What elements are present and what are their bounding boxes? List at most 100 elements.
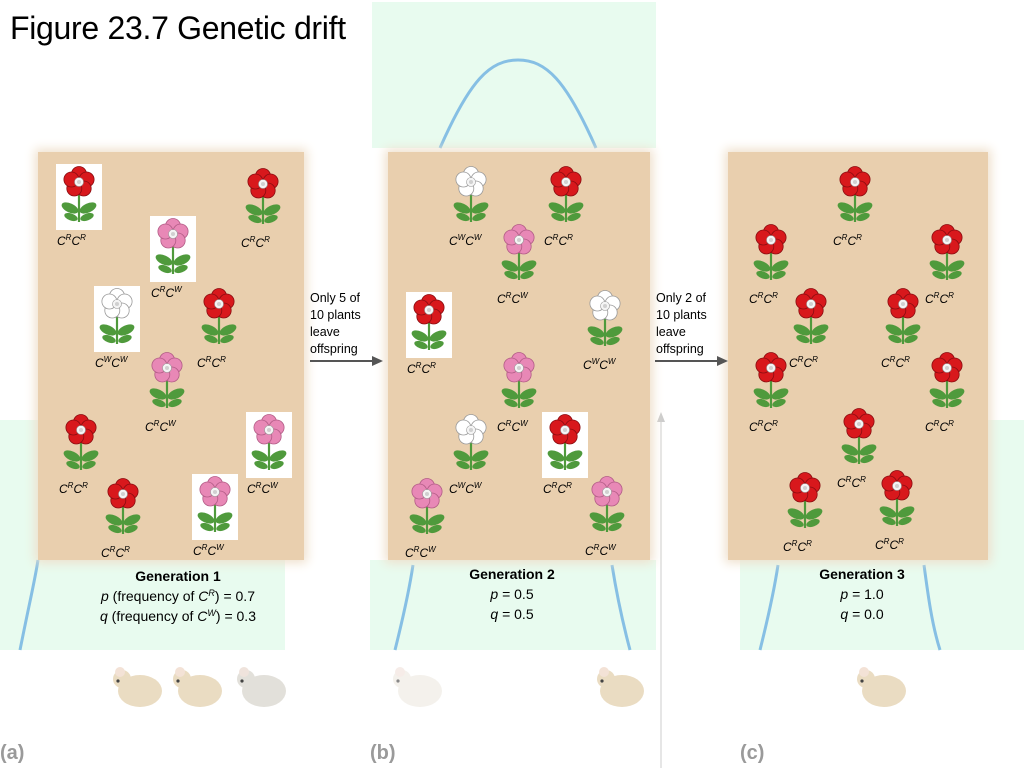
genotype-label: CRCR bbox=[783, 539, 812, 555]
genotype-label: CRCR bbox=[57, 233, 86, 249]
flower-red bbox=[924, 222, 970, 288]
part-label-c: (c) bbox=[740, 742, 765, 764]
genotype-label: CWCW bbox=[449, 233, 482, 249]
flower-red bbox=[832, 164, 878, 230]
genotype-label: CRCR bbox=[837, 475, 866, 491]
flower-pink bbox=[404, 476, 450, 542]
background-panel-middle bbox=[370, 560, 656, 650]
mouse-icon bbox=[237, 667, 286, 707]
note-line: 10 plants bbox=[310, 308, 361, 322]
genotype-label: CRCR bbox=[875, 537, 904, 553]
flower-pink bbox=[144, 350, 190, 416]
mouse-icon bbox=[173, 667, 222, 707]
flower-red bbox=[240, 166, 286, 232]
generation-1-summary: Generation 1 p (frequency of CR) = 0.7 q… bbox=[58, 566, 298, 626]
flower-pink bbox=[246, 412, 292, 478]
flower-red bbox=[748, 350, 794, 416]
flower-pink bbox=[150, 216, 196, 282]
genotype-label: CRCR bbox=[101, 545, 130, 561]
flower-red bbox=[58, 412, 104, 478]
mouse-icon bbox=[393, 667, 442, 707]
note-line: leave bbox=[656, 325, 686, 339]
genotype-label: CRCW bbox=[193, 543, 224, 559]
note-line: Only 2 of bbox=[656, 291, 707, 305]
p-frequency-line: p = 0.5 bbox=[490, 586, 534, 602]
q-frequency-line: q (frequency of CW) = 0.3 bbox=[99, 608, 256, 624]
bell-curve-right bbox=[758, 564, 942, 651]
genotype-label: CRCW bbox=[247, 481, 278, 497]
axis-arrowhead bbox=[657, 412, 665, 422]
flower-white bbox=[94, 286, 140, 352]
flower-pink bbox=[584, 474, 630, 540]
genotype-label: CRCW bbox=[497, 419, 528, 435]
generation-2-summary: Generation 2 p = 0.5 q = 0.5 bbox=[392, 564, 632, 624]
flower-red bbox=[880, 286, 926, 352]
flower-red bbox=[543, 164, 589, 230]
generation-heading: Generation 3 bbox=[819, 566, 905, 582]
bell-curve-left bbox=[18, 559, 40, 651]
flower-red bbox=[406, 292, 452, 358]
flower-pink bbox=[496, 222, 542, 288]
genotype-label: CRCR bbox=[197, 355, 226, 371]
note-line: Only 5 of bbox=[310, 291, 361, 305]
genotype-label: CRCR bbox=[925, 419, 954, 435]
mouse-icon bbox=[113, 667, 162, 707]
part-label-a: (a) bbox=[0, 742, 25, 764]
genotype-label: CRCR bbox=[749, 291, 778, 307]
genotype-label: CWCW bbox=[583, 357, 616, 373]
flower-white bbox=[582, 288, 628, 354]
genotype-label: CRCW bbox=[151, 285, 182, 301]
flower-red bbox=[874, 468, 920, 534]
flower-red bbox=[924, 350, 970, 416]
p-frequency-line: p = 1.0 bbox=[840, 586, 884, 602]
p-frequency-line: p (frequency of CR) = 0.7 bbox=[100, 588, 255, 604]
genotype-label: CRCR bbox=[789, 355, 818, 371]
note-line: 10 plants bbox=[656, 308, 707, 322]
note-line: leave bbox=[310, 325, 340, 339]
flower-red bbox=[56, 164, 102, 230]
flower-red bbox=[788, 286, 834, 352]
page-title: Figure 23.7 Genetic drift bbox=[10, 10, 346, 46]
note-second-transition: Only 2 of 10 plants leave offspring bbox=[656, 290, 728, 358]
flower-red bbox=[782, 470, 828, 536]
flower-red bbox=[196, 286, 242, 352]
flower-red bbox=[542, 412, 588, 478]
bell-curve-top bbox=[438, 58, 598, 149]
generation-3-panel: CRCR CRCR CRCR CRCR CRCR bbox=[728, 152, 988, 560]
generation-1-panel: CRCR CRCR CRCW CWCW CRCR bbox=[38, 152, 304, 560]
genotype-label: CRCW bbox=[145, 419, 176, 435]
arrow-right-icon bbox=[655, 356, 728, 366]
note-line: offspring bbox=[310, 342, 358, 356]
genotype-label: CRCW bbox=[497, 291, 528, 307]
arrow-right-icon bbox=[310, 356, 383, 366]
background-panel-top bbox=[372, 2, 656, 148]
flower-pink bbox=[192, 474, 238, 540]
note-first-transition: Only 5 of 10 plants leave offspring bbox=[310, 290, 382, 358]
q-frequency-line: q = 0.5 bbox=[490, 606, 534, 622]
genotype-label: CRCW bbox=[405, 545, 436, 561]
flower-white bbox=[448, 412, 494, 478]
flower-red bbox=[100, 476, 146, 542]
generation-heading: Generation 2 bbox=[469, 566, 555, 582]
genotype-label: CRCR bbox=[241, 235, 270, 251]
genotype-label: CRCR bbox=[833, 233, 862, 249]
genotype-label: CRCR bbox=[881, 355, 910, 371]
genotype-label: CRCW bbox=[585, 543, 616, 559]
flower-white bbox=[448, 164, 494, 230]
generation-3-summary: Generation 3 p = 1.0 q = 0.0 bbox=[742, 564, 982, 624]
note-line: offspring bbox=[656, 342, 704, 356]
mouse-icon bbox=[857, 667, 906, 707]
mouse-icon bbox=[597, 667, 644, 707]
bell-curve-middle bbox=[393, 564, 632, 651]
flower-red bbox=[836, 406, 882, 472]
genotype-label: CRCR bbox=[59, 481, 88, 497]
genotype-label: CWCW bbox=[449, 481, 482, 497]
genotype-label: CRCR bbox=[925, 291, 954, 307]
genotype-label: CRCR bbox=[544, 233, 573, 249]
generation-heading: Generation 1 bbox=[135, 568, 221, 584]
part-label-b: (b) bbox=[370, 742, 396, 764]
flower-red bbox=[748, 222, 794, 288]
q-frequency-line: q = 0.0 bbox=[840, 606, 884, 622]
generation-2-panel: CWCW CRCR CRCW CRCR CWCW bbox=[388, 152, 650, 560]
flower-pink bbox=[496, 350, 542, 416]
